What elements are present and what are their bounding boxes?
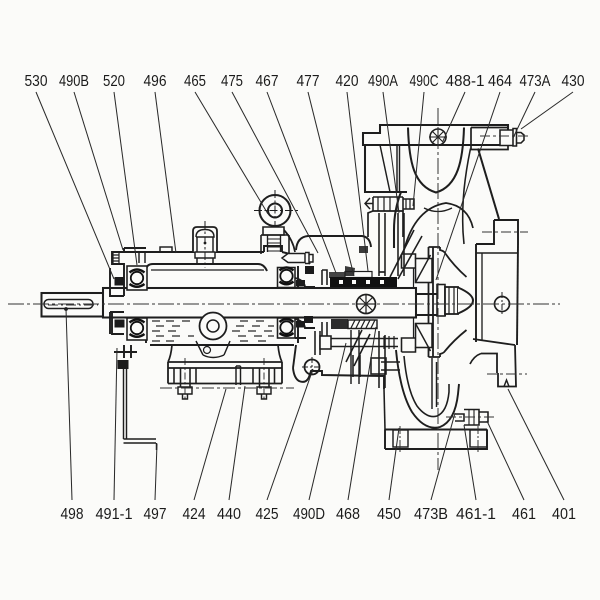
svg-text:468: 468 bbox=[336, 506, 360, 523]
svg-text:401: 401 bbox=[552, 506, 576, 523]
svg-text:490D: 490D bbox=[293, 506, 325, 523]
svg-text:425: 425 bbox=[256, 506, 279, 523]
svg-text:473A: 473A bbox=[520, 73, 551, 90]
svg-text:497: 497 bbox=[144, 506, 167, 523]
svg-text:490C: 490C bbox=[410, 73, 439, 90]
svg-text:477: 477 bbox=[297, 73, 320, 90]
svg-text:420: 420 bbox=[336, 73, 359, 90]
svg-text:424: 424 bbox=[183, 506, 206, 523]
svg-text:465: 465 bbox=[184, 73, 206, 90]
svg-text:530: 530 bbox=[25, 73, 48, 90]
svg-text:488-1: 488-1 bbox=[446, 73, 485, 90]
svg-text:490A: 490A bbox=[368, 73, 398, 90]
svg-text:467: 467 bbox=[256, 73, 279, 90]
svg-text:473B: 473B bbox=[414, 506, 448, 523]
svg-text:520: 520 bbox=[103, 73, 125, 90]
svg-text:475: 475 bbox=[221, 73, 243, 90]
svg-text:498: 498 bbox=[61, 506, 84, 523]
svg-text:450: 450 bbox=[377, 506, 401, 523]
svg-text:461: 461 bbox=[512, 506, 536, 523]
svg-text:461-1: 461-1 bbox=[456, 506, 496, 523]
svg-text:430: 430 bbox=[562, 73, 585, 90]
svg-text:491-1: 491-1 bbox=[96, 506, 133, 523]
svg-text:496: 496 bbox=[144, 73, 167, 90]
svg-text:440: 440 bbox=[217, 506, 241, 523]
svg-text:464: 464 bbox=[488, 73, 512, 90]
svg-text:490B: 490B bbox=[59, 73, 89, 90]
